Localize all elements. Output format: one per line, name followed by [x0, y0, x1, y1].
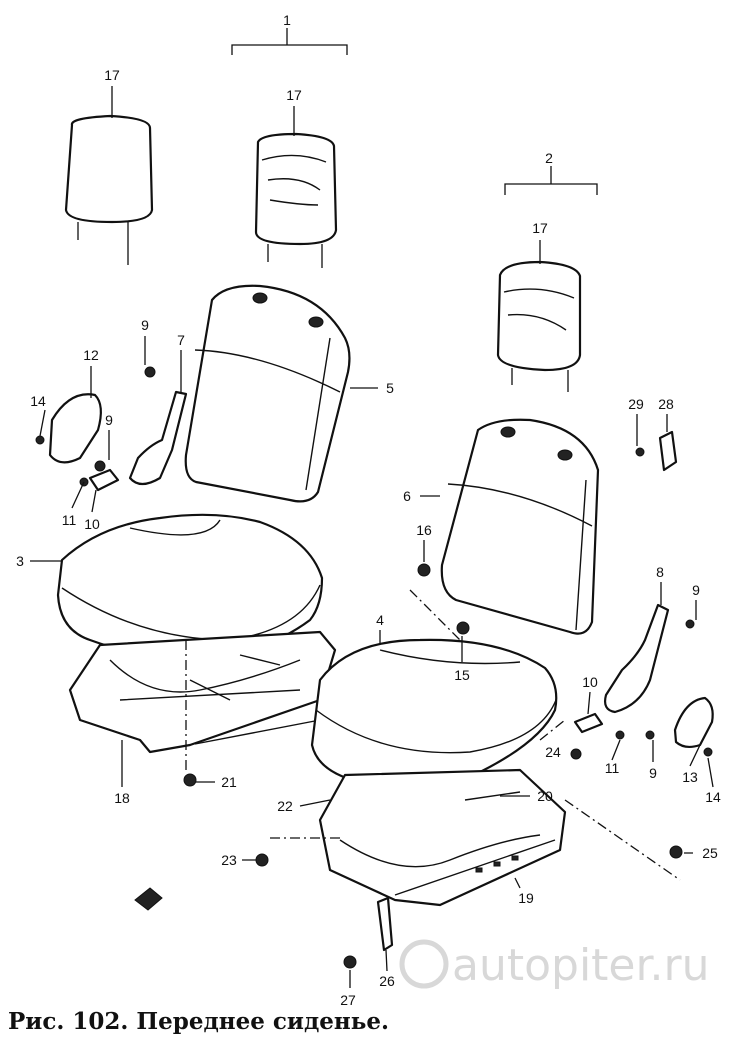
- callout-9: 9: [649, 765, 657, 781]
- backrest-right: [440, 418, 600, 635]
- callout-28: 28: [658, 396, 674, 412]
- backrest-left: [184, 284, 351, 503]
- callout-24: 24: [545, 744, 561, 760]
- knob-right: [573, 712, 604, 734]
- callout-26: 26: [379, 973, 395, 989]
- callout-15: 15: [454, 667, 470, 683]
- callout-10: 10: [582, 674, 598, 690]
- frame-right: [318, 768, 567, 907]
- figure-caption: Рис. 102. Переднее сиденье.: [8, 1008, 390, 1035]
- cover-left: [48, 393, 102, 464]
- clip-28: [658, 430, 678, 472]
- callout-9: 9: [141, 317, 149, 333]
- headrest-left: [64, 114, 154, 265]
- callout-7: 7: [177, 332, 185, 348]
- callout-20: 20: [537, 788, 553, 804]
- callout-labels: 1 2 17 17 17 9 7 12 14 9 5 29 28 11 10 6…: [16, 12, 721, 1008]
- cover-right: [673, 696, 714, 749]
- callout-10: 10: [84, 516, 100, 532]
- assembly-1-bracket: [231, 28, 348, 55]
- callout-11: 11: [62, 512, 77, 528]
- callout-5: 5: [386, 380, 394, 396]
- callout-14: 14: [705, 789, 721, 805]
- callout-29: 29: [628, 396, 644, 412]
- callout-17: 17: [104, 67, 120, 83]
- headrest-middle: [254, 132, 338, 268]
- callout-11: 11: [605, 760, 620, 776]
- callout-6: 6: [403, 488, 411, 504]
- callout-4: 4: [376, 612, 384, 628]
- hinge-left: [128, 390, 188, 486]
- callout-2: 2: [545, 150, 553, 166]
- callout-17: 17: [286, 87, 302, 103]
- callout-17: 17: [532, 220, 548, 236]
- headrest-right: [496, 260, 582, 392]
- assembly-2-bracket: [504, 166, 598, 195]
- leader-lines: [30, 86, 714, 988]
- callout-8: 8: [656, 564, 664, 580]
- callout-27: 27: [340, 992, 356, 1008]
- knob-left: [88, 468, 120, 492]
- callout-25: 25: [702, 845, 718, 861]
- callout-22: 22: [277, 798, 293, 814]
- lever-26: [376, 896, 394, 952]
- frame-left: [68, 630, 337, 754]
- callout-18: 18: [114, 790, 130, 806]
- watermark: autopiter.ru: [399, 939, 710, 991]
- callout-14: 14: [30, 393, 46, 409]
- callout-3: 3: [16, 553, 24, 569]
- callout-16: 16: [416, 522, 432, 538]
- callout-1: 1: [283, 12, 291, 28]
- cushion-right: [310, 638, 558, 786]
- callout-13: 13: [682, 769, 698, 785]
- knob-loose: [134, 887, 163, 911]
- callout-9: 9: [692, 582, 700, 598]
- callout-12: 12: [83, 347, 99, 363]
- watermark-text: autopiter.ru: [452, 940, 710, 991]
- hinge-right: [603, 603, 670, 714]
- callout-21: 21: [221, 774, 237, 790]
- callout-23: 23: [221, 852, 237, 868]
- callout-9: 9: [105, 412, 113, 428]
- callout-19: 19: [518, 890, 534, 906]
